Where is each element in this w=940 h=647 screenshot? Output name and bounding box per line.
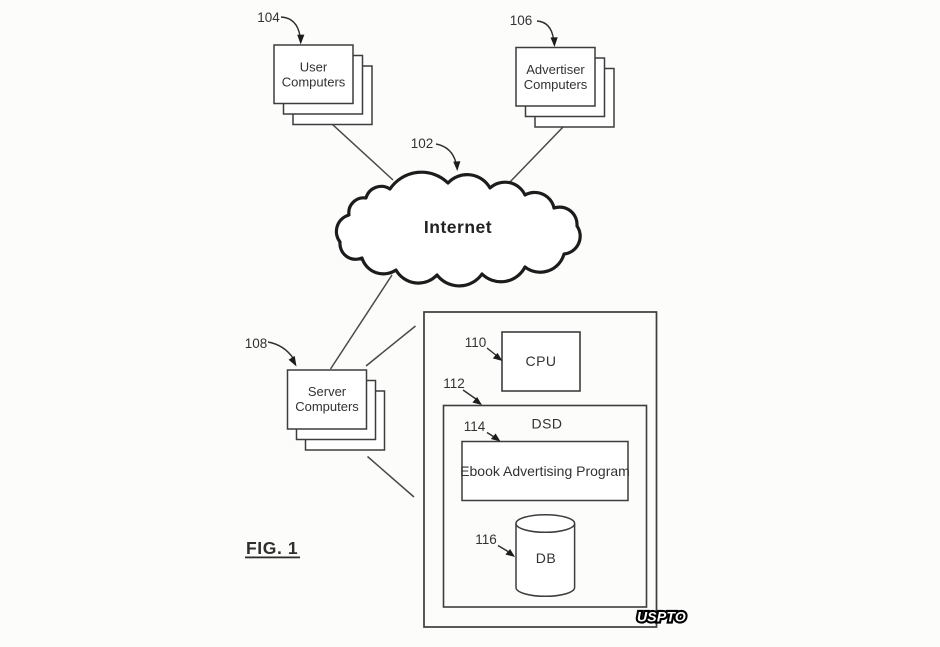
- svg-text:User: User: [300, 60, 328, 75]
- svg-text:DSD: DSD: [531, 416, 562, 432]
- svg-text:104: 104: [257, 10, 280, 25]
- svg-text:Ebook Advertising Program: Ebook Advertising Program: [460, 463, 630, 479]
- svg-text:108: 108: [245, 336, 268, 351]
- svg-text:110: 110: [465, 335, 487, 350]
- svg-text:114: 114: [464, 419, 486, 434]
- svg-text:USPTO: USPTO: [637, 609, 686, 625]
- svg-text:FIG. 1: FIG. 1: [246, 538, 298, 558]
- svg-text:102: 102: [411, 136, 434, 151]
- svg-text:Computers: Computers: [282, 75, 346, 90]
- svg-text:Computers: Computers: [295, 399, 359, 414]
- svg-text:106: 106: [510, 13, 533, 28]
- svg-text:CPU: CPU: [525, 353, 556, 369]
- svg-text:DB: DB: [536, 550, 556, 566]
- svg-text:Advertiser: Advertiser: [526, 62, 585, 77]
- svg-text:Internet: Internet: [424, 217, 492, 237]
- svg-text:116: 116: [475, 532, 497, 547]
- svg-text:112: 112: [443, 376, 465, 391]
- svg-text:Computers: Computers: [524, 77, 588, 92]
- svg-text:Server: Server: [308, 384, 347, 399]
